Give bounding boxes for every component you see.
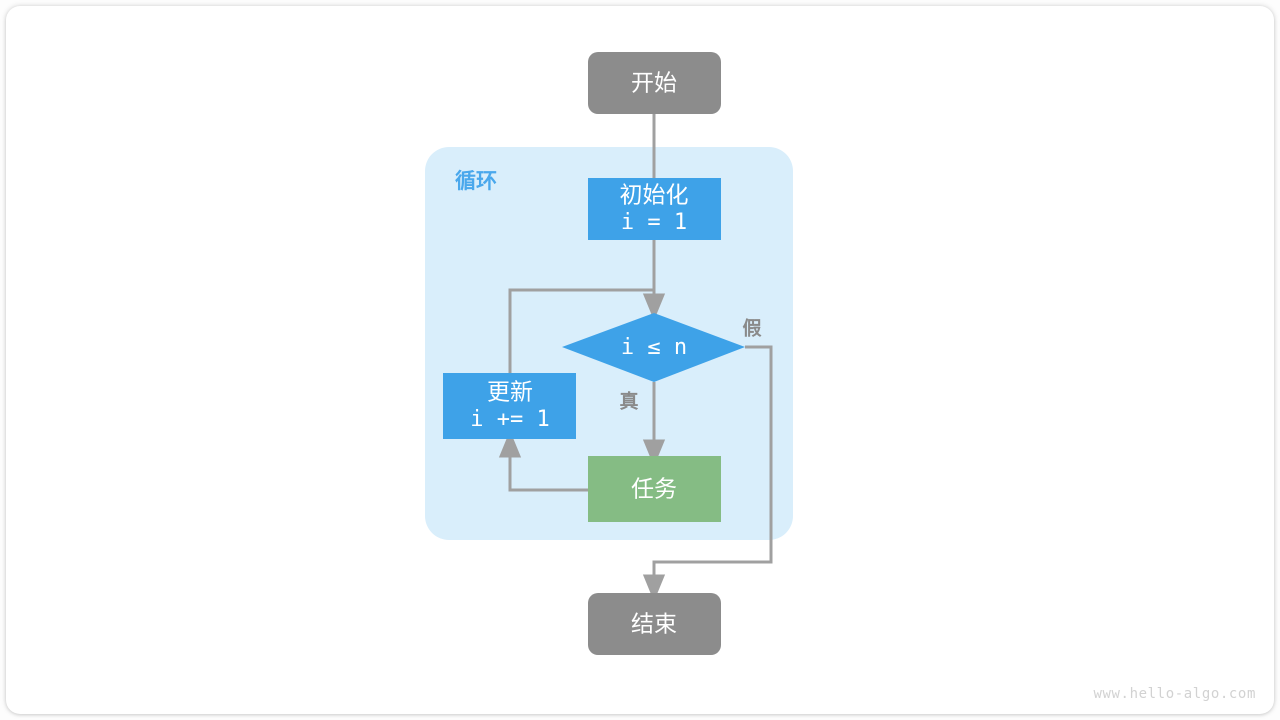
- node-end[interactable]: [588, 593, 721, 655]
- node-end-label: 结束: [631, 612, 677, 638]
- edge-condition-false-to-end: [642, 345, 773, 602]
- node-init[interactable]: [588, 178, 721, 240]
- loop-region-label: 循环: [455, 169, 497, 193]
- node-start-label: 开始: [631, 71, 677, 97]
- node-task[interactable]: [588, 456, 721, 522]
- node-update-label-line2: i += 1: [470, 407, 549, 432]
- edge-update-to-condition: [508, 288, 654, 373]
- node-init-label-line1: 初始化: [620, 183, 689, 209]
- watermark: www.hello-algo.com: [1093, 686, 1256, 702]
- edge-label-false: 假: [742, 317, 761, 340]
- edge-task-to-update: [498, 430, 588, 492]
- node-update[interactable]: [443, 373, 576, 439]
- node-start[interactable]: [588, 52, 721, 114]
- node-task-label: 任务: [631, 477, 677, 503]
- edge-label-true: 真: [619, 390, 638, 413]
- node-condition[interactable]: [562, 313, 745, 382]
- node-condition-label: i ≤ n: [621, 335, 687, 360]
- node-init-label-line2: i = 1: [621, 210, 687, 235]
- node-update-label-line1: 更新: [487, 380, 533, 406]
